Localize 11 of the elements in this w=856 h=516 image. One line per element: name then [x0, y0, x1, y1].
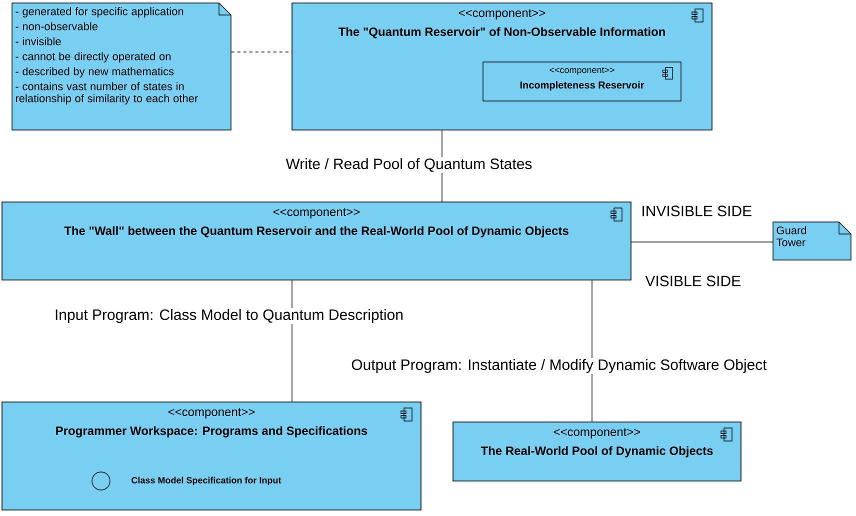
component-box: <<component>> The "Wall" between the Quantum Reservoir and the Real-World Pool of Dynamic Objects [2, 202, 632, 280]
edge-label: Output Program: Instantiate / Modify Dynamic Software Object [350, 358, 768, 374]
note: - generated for specific application - non-observable - invisible - cannot be directly operated on - described by new mathematics - contains vast number of states in relationship of similarity to each other [12, 2, 232, 130]
edge-label: Write / Read Pool of Quantum States [284, 157, 534, 173]
edge-label: Input Program: Class Model to Quantum Description [54, 308, 405, 324]
component-box: <<component>> The Real-World Pool of Dynamic Objects [452, 422, 742, 482]
component-box: <<component>> Incompleteness Reservoir [482, 62, 682, 102]
note: Guard Tower [772, 222, 852, 260]
side-label: VISIBLE SIDE [645, 276, 740, 286]
interface-label: Class Model Specification for Input [132, 476, 282, 486]
side-label: INVISIBLE SIDE [642, 206, 752, 216]
